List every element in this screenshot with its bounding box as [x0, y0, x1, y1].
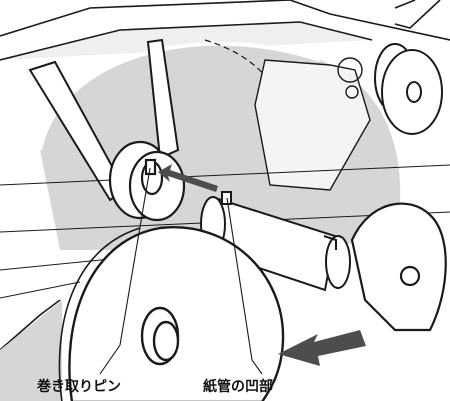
winding-pin-hub — [108, 140, 186, 222]
arrow-down-right-icon — [278, 330, 366, 366]
arrow-left-icon — [158, 164, 218, 192]
bracket — [254, 57, 371, 191]
side-plate — [350, 202, 447, 332]
core-notch-label: 紙管の凹部 — [203, 379, 273, 395]
callout-leaders — [99, 167, 263, 375]
upper-roller — [374, 43, 443, 135]
winding-pin-label: 巻き取りピン — [37, 379, 121, 395]
front-plate — [58, 226, 285, 401]
